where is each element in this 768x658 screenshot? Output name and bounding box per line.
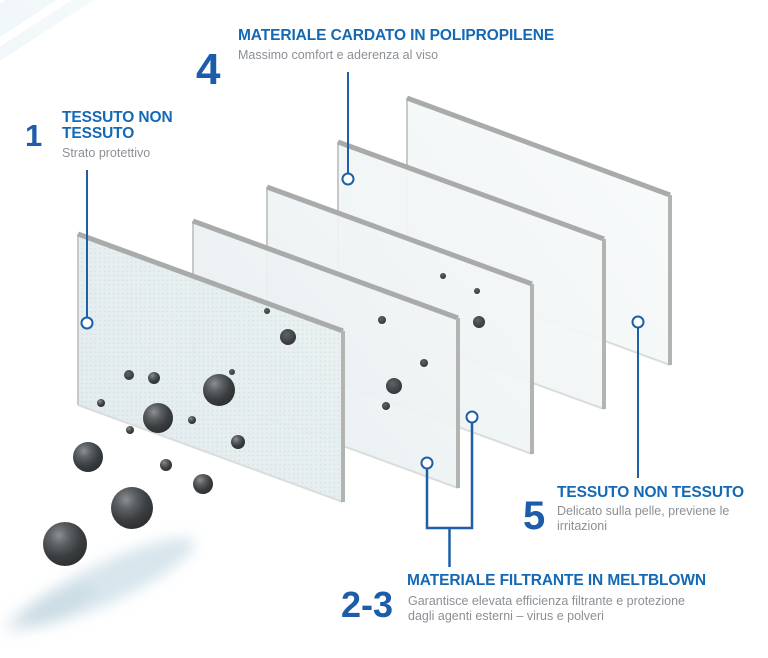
layer-1-title-line-2: TESSUTO xyxy=(62,125,135,142)
trapped-particle-dot xyxy=(473,316,485,328)
layer-1-title: TESSUTO NON TESSUTO xyxy=(62,110,173,142)
trapped-particle-dot xyxy=(382,402,390,410)
layer-1-subtitle: Strato protettivo xyxy=(62,146,151,160)
callout-lines xyxy=(80,72,645,567)
trapped-particle-dot xyxy=(420,359,428,367)
trapped-particle-dot xyxy=(440,273,446,279)
particle-sphere xyxy=(193,474,213,494)
layer-1-panel xyxy=(77,231,345,503)
layer4-callout xyxy=(341,72,355,186)
layer-2-3-subtitle-line-2: dagli agenti esterni – virus e polveri xyxy=(408,609,604,623)
trapped-particle-dot xyxy=(229,369,235,375)
layer5-callout xyxy=(631,315,645,478)
trapped-particle-dot xyxy=(280,329,296,345)
layer-4-title: MATERIALE CARDATO IN POLIPROPILENE xyxy=(238,27,555,44)
trapped-particle-dot xyxy=(378,316,386,324)
layer-4-number: 4 xyxy=(196,45,221,94)
layer-1-number: 1 xyxy=(25,118,43,153)
layer-2-3-subtitle: Garantisce elevata efficienza filtrante … xyxy=(408,594,685,624)
trapped-particle-dot xyxy=(474,288,480,294)
callout-anchor-dot xyxy=(80,316,94,330)
particle-sphere xyxy=(43,522,87,566)
particle-sphere xyxy=(126,426,134,434)
layer-4-subtitle: Massimo comfort e aderenza al viso xyxy=(238,48,439,62)
layer-2-3-subtitle-line-1: Garantisce elevata efficienza filtrante … xyxy=(408,594,686,608)
layer23-callout xyxy=(420,410,479,567)
layer-2-3-title: MATERIALE FILTRANTE IN MELTBLOWN xyxy=(407,572,707,589)
callout-anchor-dot xyxy=(631,315,645,329)
trapped-particle-dot xyxy=(264,308,270,314)
particle-sphere xyxy=(97,399,105,407)
particle-sphere xyxy=(188,416,196,424)
particle-sphere xyxy=(73,442,103,472)
particle-sphere xyxy=(148,372,160,384)
particle-sphere xyxy=(143,403,173,433)
layer-1-title-line-1: TESSUTO NON xyxy=(62,109,173,126)
layer-5-subtitle: Delicato sulla pelle, previene le irrita… xyxy=(557,504,729,534)
particle-sphere xyxy=(203,374,235,406)
mask-layer-panels xyxy=(77,95,672,503)
layer-5-subtitle-line-1: Delicato sulla pelle, previene le xyxy=(557,504,730,518)
particle-sphere xyxy=(160,459,172,471)
trapped-particle-dot xyxy=(124,370,134,380)
layer1-callout xyxy=(80,170,94,330)
particle-sphere xyxy=(231,435,245,449)
callout-anchor-dot xyxy=(420,456,434,470)
particle-stream-shadow xyxy=(6,537,195,632)
layer-2-3-number: 2-3 xyxy=(341,584,394,625)
callout-anchor-dot xyxy=(341,172,355,186)
layer-5-number: 5 xyxy=(523,494,546,538)
trapped-particle-dots xyxy=(124,273,485,410)
callout-anchor-dot xyxy=(465,410,479,424)
layer-5-subtitle-line-2: irritazioni xyxy=(557,519,608,533)
incoming-particles xyxy=(43,372,245,566)
particle-sphere xyxy=(111,487,153,529)
layer-5-title: TESSUTO NON TESSUTO xyxy=(557,484,744,501)
trapped-particle-dot xyxy=(386,378,402,394)
